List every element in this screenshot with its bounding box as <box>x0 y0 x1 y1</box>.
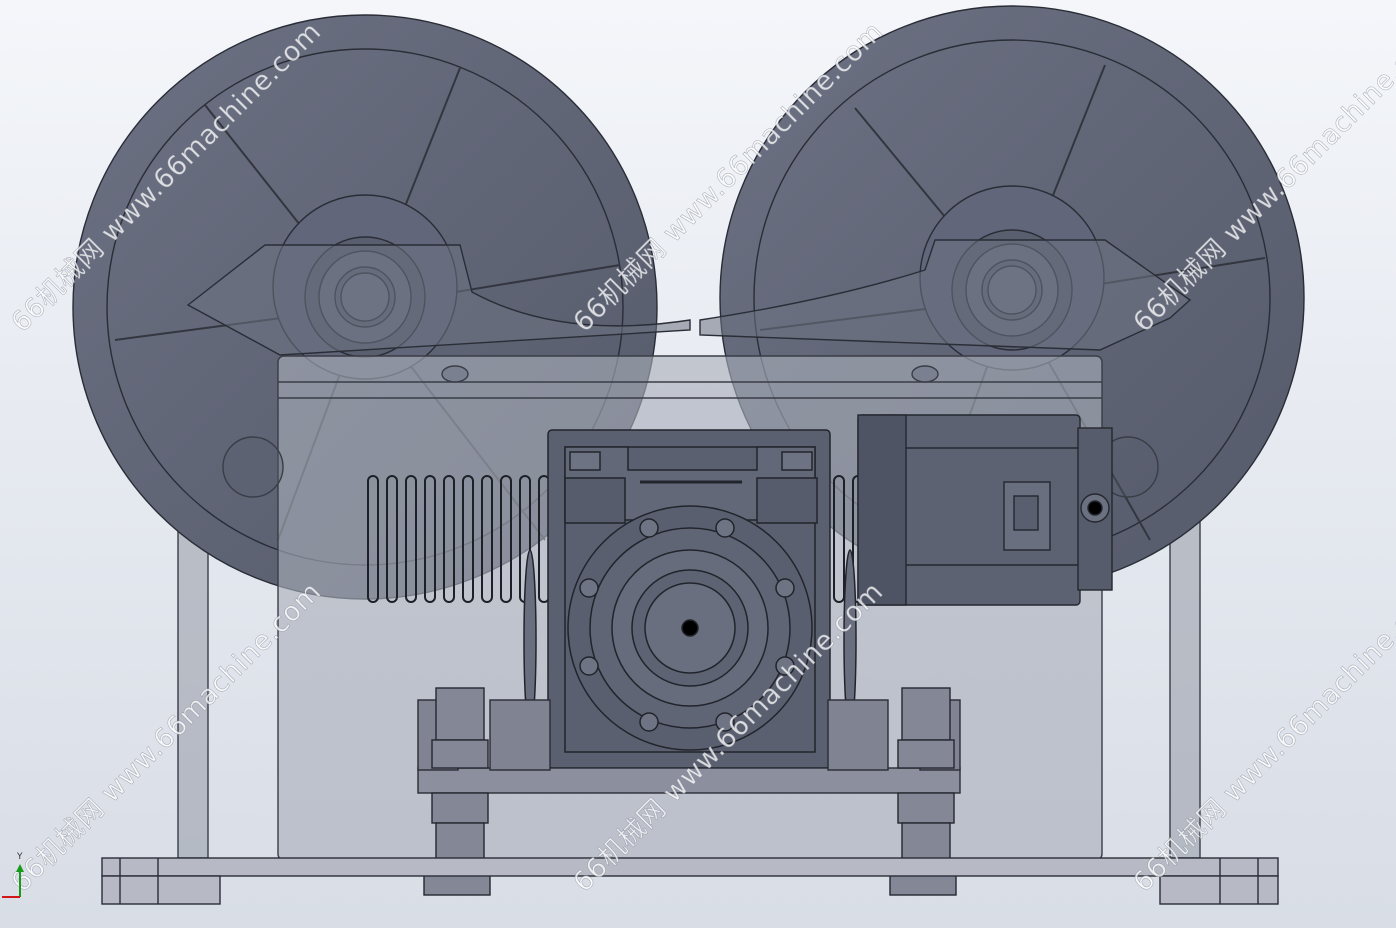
axis-arrows-icon <box>2 864 24 898</box>
base-rail <box>101 857 1279 905</box>
electric-motor <box>857 414 1113 606</box>
y-axis-label: Y <box>17 852 23 862</box>
wheel-bracket-right <box>699 239 1192 351</box>
worm-gearbox <box>523 429 857 769</box>
coordinate-triad: Y <box>0 850 40 910</box>
wheel-bracket-left <box>186 244 691 356</box>
